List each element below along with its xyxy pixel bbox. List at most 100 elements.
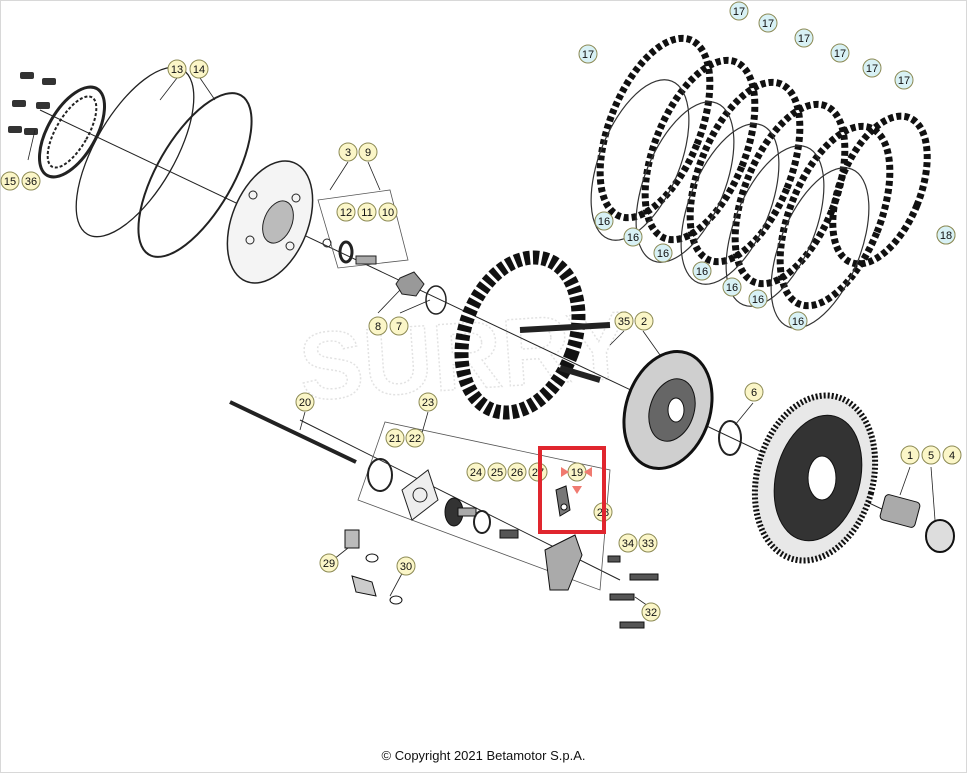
callout-number: 17 — [834, 48, 846, 60]
callout-number: 36 — [25, 176, 37, 188]
bolts-group — [8, 72, 56, 135]
callout-33[interactable]: 33 — [638, 533, 658, 553]
actuator-gear-shaft — [444, 497, 477, 527]
callout-10[interactable]: 10 — [378, 202, 398, 222]
actuator-shaft-seal — [473, 510, 491, 534]
thrust-bearing-ring — [37, 85, 107, 179]
callout-17[interactable]: 17 — [894, 70, 914, 90]
callout-15[interactable]: 15 — [0, 171, 20, 191]
callout-number: 1 — [907, 450, 913, 462]
callout-23[interactable]: 23 — [418, 392, 438, 412]
callout-number: 17 — [733, 6, 745, 18]
callout-16[interactable]: 16 — [722, 277, 742, 297]
callout-16[interactable]: 16 — [623, 227, 643, 247]
callout-19[interactable]: 19 — [567, 462, 587, 482]
callout-18[interactable]: 18 — [936, 225, 956, 245]
callout-26[interactable]: 26 — [507, 462, 527, 482]
callout-number: 16 — [792, 316, 804, 328]
callout-13[interactable]: 13 — [167, 59, 187, 79]
callout-number: 13 — [171, 64, 183, 76]
callout-number: 3 — [345, 147, 351, 159]
banjo-fitting — [344, 529, 403, 605]
callout-25[interactable]: 25 — [487, 462, 507, 482]
callout-17[interactable]: 17 — [578, 44, 598, 64]
callout-16[interactable]: 16 — [653, 243, 673, 263]
callout-6[interactable]: 6 — [744, 382, 764, 402]
callout-21[interactable]: 21 — [385, 428, 405, 448]
callout-number: 17 — [866, 63, 878, 75]
callout-2[interactable]: 2 — [634, 311, 654, 331]
actuator-lever-part-19 — [555, 485, 571, 517]
cover-o-ring — [137, 92, 253, 258]
callout-35[interactable]: 35 — [614, 311, 634, 331]
callout-32[interactable]: 32 — [641, 602, 661, 622]
callout-number: 30 — [400, 561, 412, 573]
actuator-o-ring — [367, 458, 393, 492]
callout-number: 8 — [375, 321, 381, 333]
callout-24[interactable]: 24 — [466, 462, 486, 482]
callout-16[interactable]: 16 — [594, 211, 614, 231]
callout-17[interactable]: 17 — [758, 13, 778, 33]
callout-30[interactable]: 30 — [396, 556, 416, 576]
actuator-spring — [499, 529, 519, 539]
copyright-notice: © Copyright 2021 Betamotor S.p.A. — [381, 748, 586, 763]
callout-number: 4 — [949, 450, 955, 462]
callout-number: 5 — [928, 450, 934, 462]
callout-number: 20 — [299, 397, 311, 409]
callout-16[interactable]: 16 — [748, 289, 768, 309]
callout-34[interactable]: 34 — [618, 533, 638, 553]
callout-number: 19 — [571, 467, 583, 479]
pressure-plate — [226, 160, 314, 284]
needle-bearing — [879, 494, 921, 528]
callout-number: 15 — [4, 176, 16, 188]
callout-number: 18 — [940, 230, 952, 242]
lock-washer — [425, 285, 447, 315]
callout-number: 17 — [798, 33, 810, 45]
clutch-pack-assembly — [454, 250, 611, 420]
callout-17[interactable]: 17 — [794, 28, 814, 48]
callout-number: 33 — [642, 538, 654, 550]
callout-20[interactable]: 20 — [295, 392, 315, 412]
callout-29[interactable]: 29 — [319, 553, 339, 573]
callout-number: 10 — [382, 207, 394, 219]
callout-number: 25 — [491, 467, 503, 479]
callout-3[interactable]: 3 — [338, 142, 358, 162]
callout-36[interactable]: 36 — [21, 171, 41, 191]
callout-number: 17 — [898, 75, 910, 87]
callout-16[interactable]: 16 — [788, 311, 808, 331]
callout-5[interactable]: 5 — [921, 445, 941, 465]
inner-clutch-hub — [622, 349, 714, 471]
callout-8[interactable]: 8 — [368, 316, 388, 336]
callout-17[interactable]: 17 — [729, 1, 749, 21]
push-rod — [229, 400, 357, 464]
callout-number: 16 — [726, 282, 738, 294]
callout-17[interactable]: 17 — [862, 58, 882, 78]
callout-number: 17 — [762, 18, 774, 30]
actuator-lever-arm — [544, 534, 583, 591]
callout-9[interactable]: 9 — [358, 142, 378, 162]
callout-number: 35 — [618, 316, 630, 328]
bushing — [925, 519, 955, 553]
callout-number: 16 — [696, 266, 708, 278]
callout-4[interactable]: 4 — [942, 445, 962, 465]
callout-7[interactable]: 7 — [389, 316, 409, 336]
callout-17[interactable]: 17 — [830, 43, 850, 63]
friction-plates-stack — [596, 34, 931, 310]
callout-16[interactable]: 16 — [692, 261, 712, 281]
callout-number: 34 — [622, 538, 634, 550]
callout-number: 16 — [657, 248, 669, 260]
hub-nut — [395, 271, 425, 297]
callout-number: 16 — [627, 232, 639, 244]
callout-1[interactable]: 1 — [900, 445, 920, 465]
callout-number: 22 — [409, 433, 421, 445]
highlight-box-part-19 — [538, 446, 606, 534]
callout-number: 26 — [511, 467, 523, 479]
actuator-group-outline — [357, 421, 611, 591]
callout-number: 6 — [751, 387, 757, 399]
callout-12[interactable]: 12 — [336, 202, 356, 222]
callout-11[interactable]: 11 — [357, 202, 377, 222]
callout-14[interactable]: 14 — [189, 59, 209, 79]
callout-22[interactable]: 22 — [405, 428, 425, 448]
